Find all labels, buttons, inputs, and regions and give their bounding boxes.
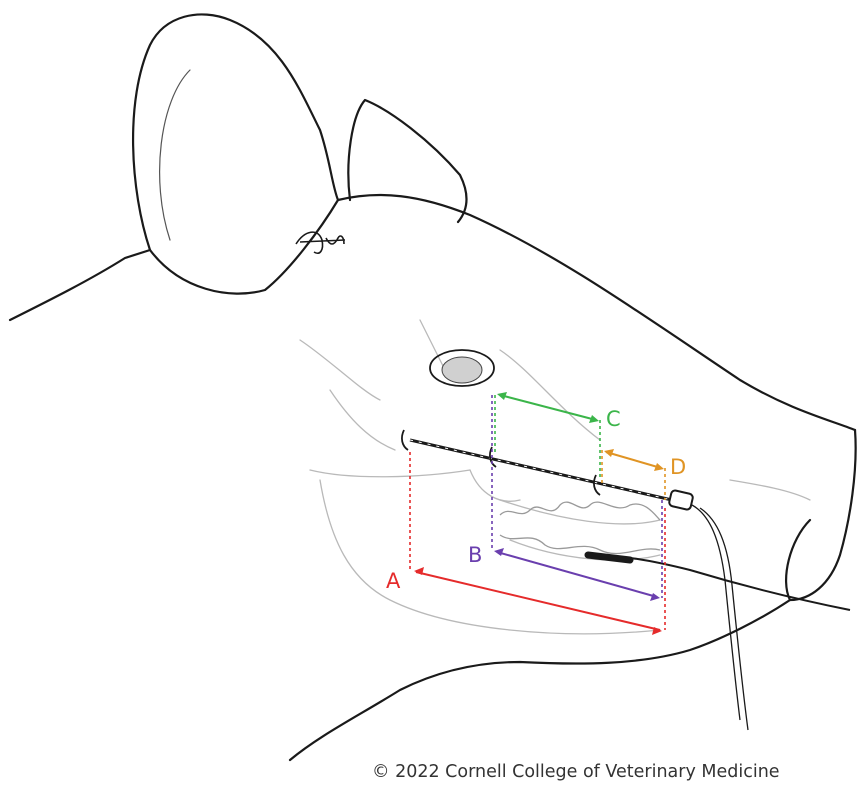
- label-C: C: [606, 407, 621, 431]
- measurement-A: A: [386, 452, 665, 635]
- needle-hub: [668, 490, 693, 511]
- neck-outline: [10, 250, 150, 320]
- snout-outline: [786, 430, 856, 600]
- measurement-B: B: [468, 395, 662, 601]
- head-top-outline: [338, 195, 855, 430]
- eye: [430, 350, 494, 386]
- face-details: [300, 320, 810, 634]
- jaw-outline: [290, 600, 790, 760]
- tongue-marker: [588, 555, 630, 560]
- back-ear-outline: [348, 100, 466, 222]
- label-A: A: [386, 569, 401, 593]
- label-B: B: [468, 543, 482, 567]
- ear-inner: [160, 70, 190, 240]
- label-D: D: [670, 455, 686, 479]
- ear-outline: [133, 14, 338, 293]
- copyright-notice: © 2022 Cornell College of Veterinary Med…: [372, 762, 780, 782]
- pig-head-outline: [10, 14, 856, 760]
